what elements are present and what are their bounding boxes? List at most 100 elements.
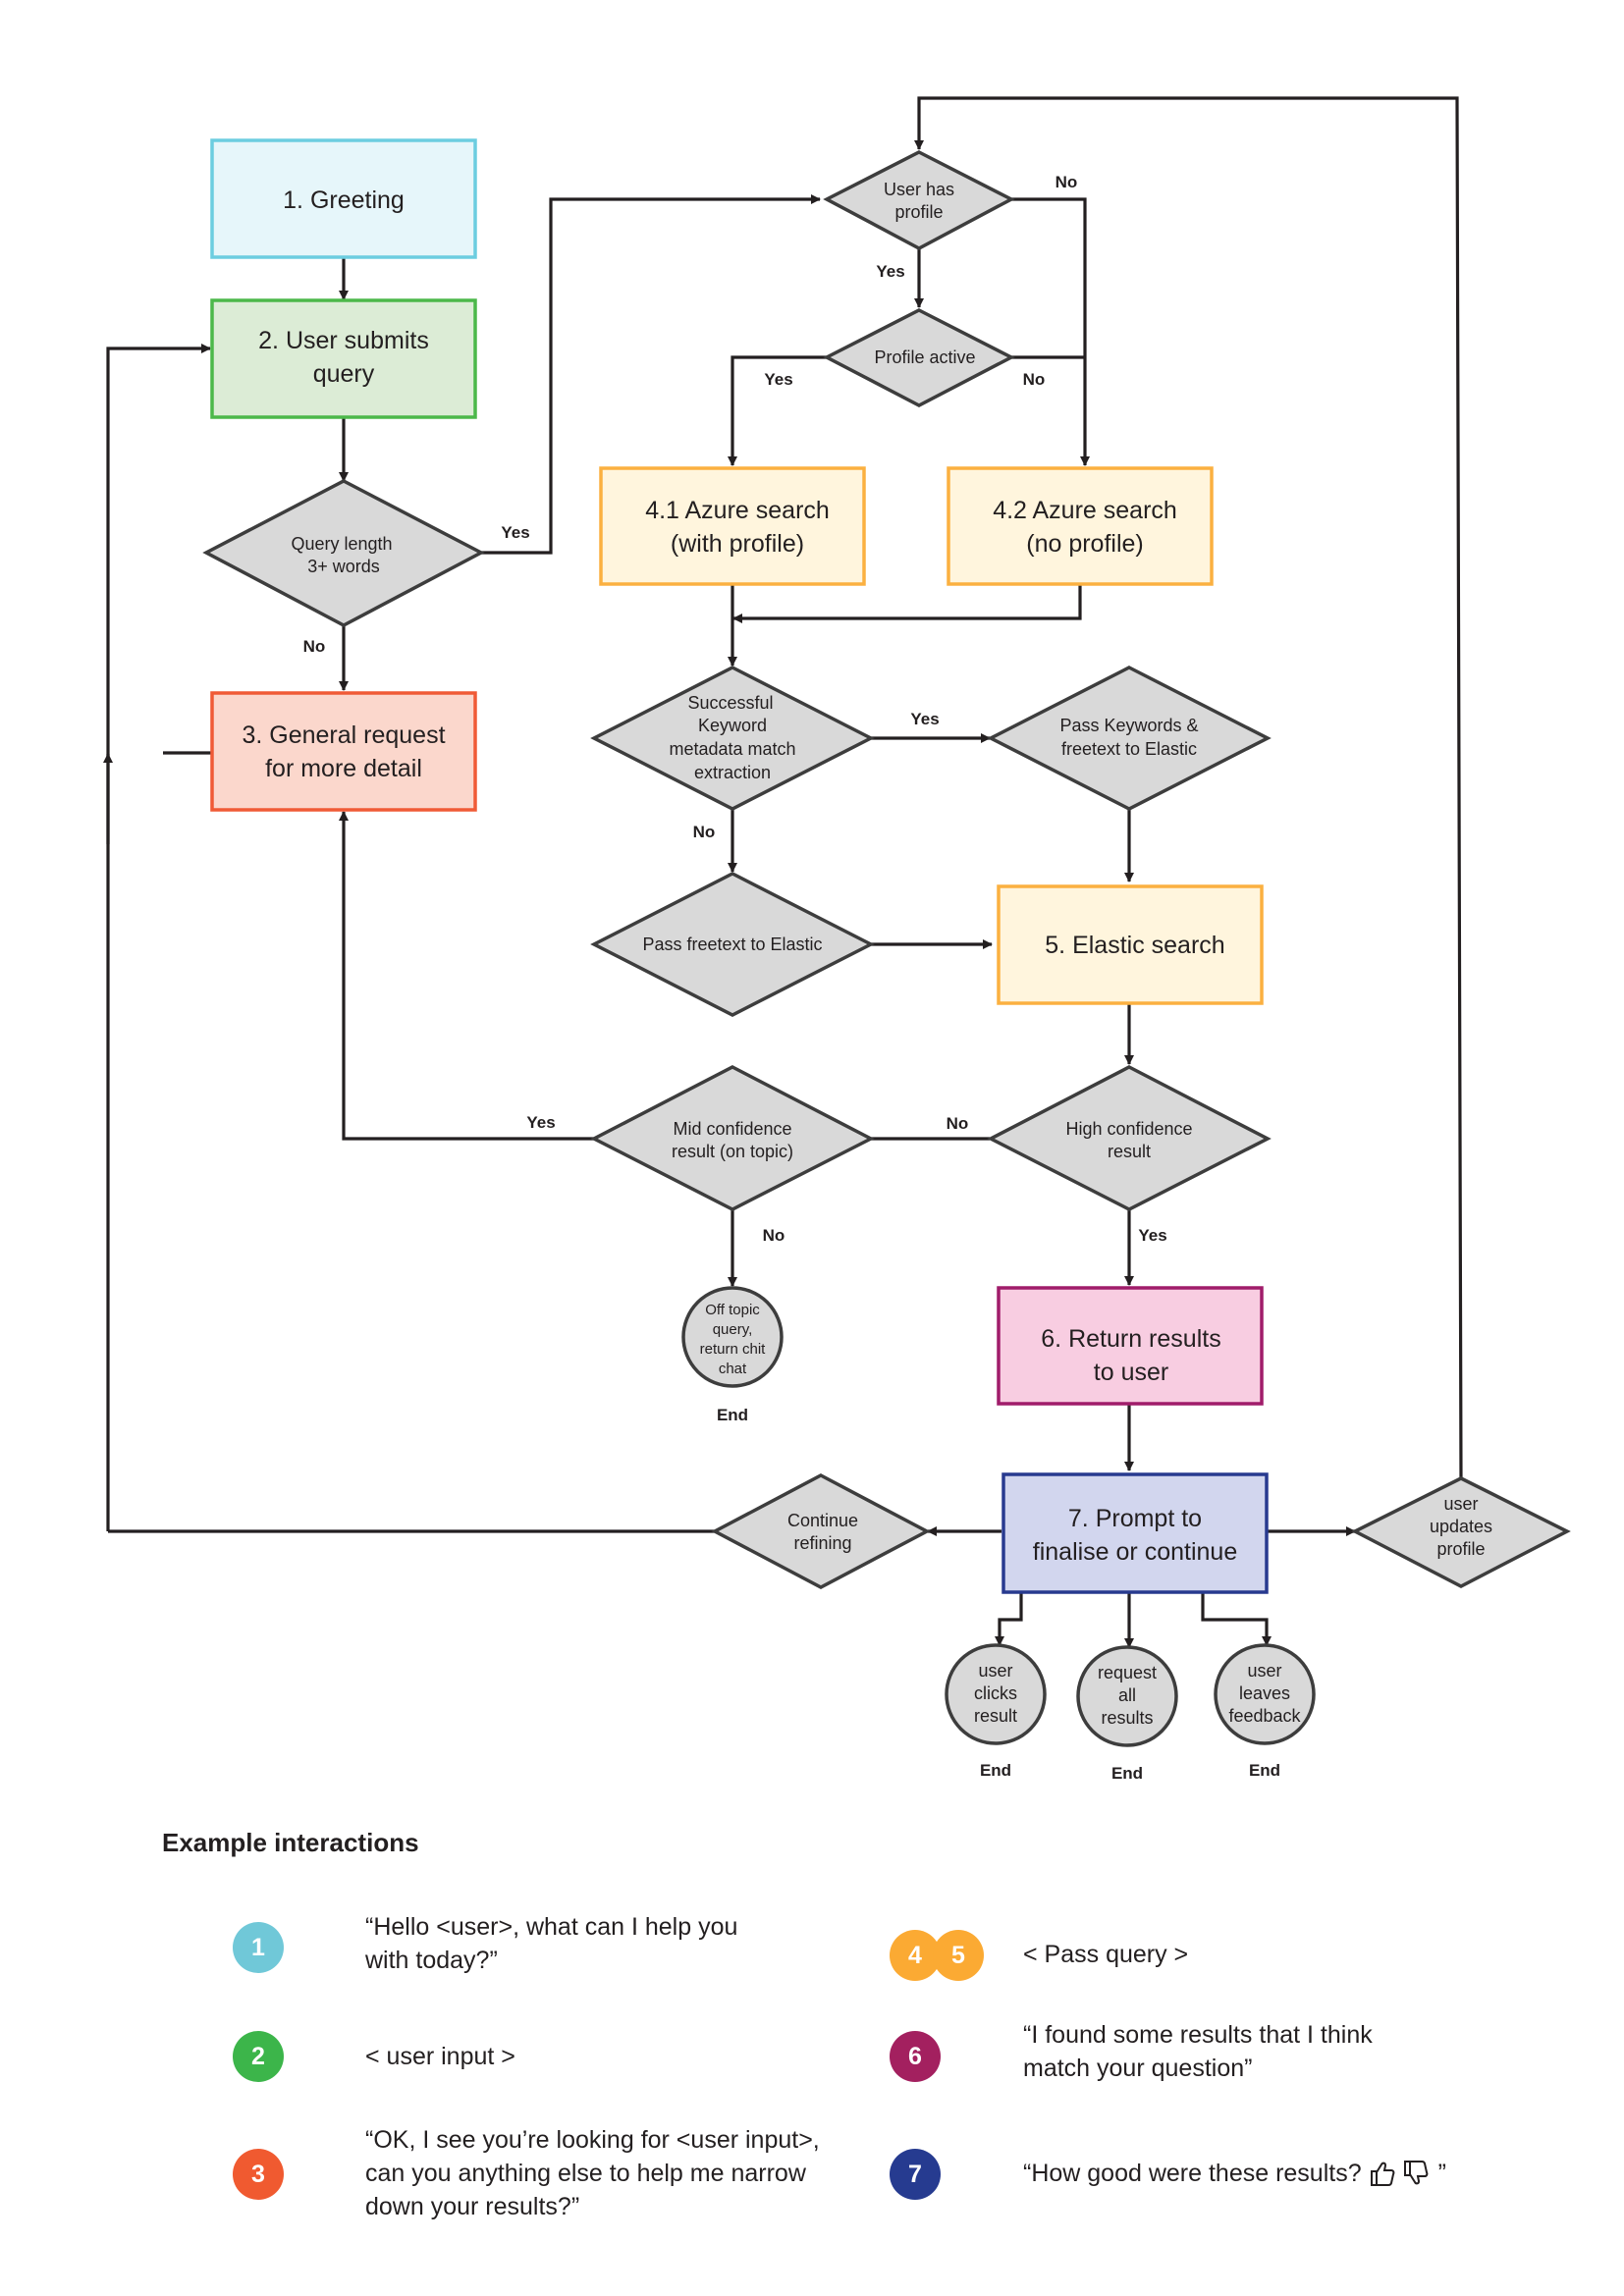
terminal-request-all-results: request all results End — [1076, 1645, 1178, 1783]
edge-left-rail-to-submit — [106, 344, 211, 1531]
edge-querylength-yes-to-profile — [481, 194, 821, 555]
edge-azure-noprofile-merge — [732, 584, 1082, 623]
svg-text:4.1 Azure search: 4.1 Azure search — [645, 497, 830, 524]
step-badge-4: 4 — [890, 1930, 941, 1981]
examples-heading: Example interactions — [162, 1828, 419, 1857]
svg-text:4.2 Azure search: 4.2 Azure search — [993, 497, 1177, 524]
edges — [103, 96, 1463, 1648]
label-midconf-no: No — [763, 1226, 785, 1245]
example-interactions: Example interactions 1 “Hello <user>, wh… — [0, 1806, 1624, 2238]
svg-text:3+ words: 3+ words — [307, 557, 380, 576]
decision-user-has-profile: User has profile — [823, 150, 1015, 250]
svg-text:profile: profile — [1436, 1539, 1485, 1559]
node-greeting: 1. Greeting — [210, 138, 477, 259]
svg-text:user: user — [1247, 1661, 1281, 1681]
edge-prompt-to-feedback — [1201, 1592, 1272, 1646]
svg-text:user: user — [978, 1661, 1012, 1681]
decision-query-length: Query length 3+ words — [202, 479, 485, 627]
label-hasprofile-yes: Yes — [876, 262, 904, 281]
svg-text:2. User submits: 2. User submits — [258, 327, 429, 354]
label-profileactive-no: No — [1023, 370, 1046, 389]
svg-text:chat: chat — [719, 1361, 747, 1377]
node-elastic-search: 5. Elastic search — [997, 884, 1264, 1005]
svg-text:result: result — [1108, 1142, 1151, 1161]
label-highconf-no: No — [947, 1114, 969, 1133]
decision-profile-active: Profile active — [823, 308, 1015, 407]
terminal-user-clicks-result: user clicks result End — [945, 1643, 1047, 1780]
end-label: End — [1249, 1761, 1280, 1780]
decision-mid-confidence: Mid confidence result (on topic) — [590, 1065, 875, 1211]
label-querylength-yes: Yes — [501, 523, 529, 542]
example-text-4-5: < Pass query > — [1023, 1941, 1189, 1968]
decision-user-updates-profile: user updates profile — [1351, 1476, 1571, 1588]
example-text-3: “OK, I see you’re looking for <user inpu… — [365, 2126, 820, 2220]
label-keyword-yes: Yes — [910, 710, 939, 728]
svg-text:5. Elastic search: 5. Elastic search — [1045, 932, 1224, 959]
terminal-off-topic: Off topic query, return chit chat End — [681, 1286, 784, 1424]
svg-text:Pass freetext to Elastic: Pass freetext to Elastic — [642, 934, 822, 954]
svg-text:leaves: leaves — [1239, 1683, 1290, 1703]
svg-text:(no profile): (no profile) — [1026, 530, 1144, 558]
step-badge-3: 3 — [233, 2149, 284, 2200]
thumbs-up-icon — [1370, 2162, 1395, 2186]
svg-text:query: query — [313, 360, 375, 388]
edge-profileactive-yes — [728, 355, 827, 466]
svg-text:feedback: feedback — [1228, 1706, 1301, 1726]
svg-text:updates: updates — [1430, 1517, 1492, 1536]
svg-text:refining: refining — [793, 1533, 851, 1553]
svg-text:return chit: return chit — [700, 1341, 767, 1358]
step-badges-4-5: 4 5 — [890, 1930, 984, 1981]
svg-text:Profile active: Profile active — [874, 347, 975, 367]
svg-text:Continue: Continue — [787, 1511, 858, 1530]
flowchart: Yes No Yes No Yes No Yes No Yes No No Ye… — [103, 96, 1571, 1783]
end-label: End — [717, 1406, 748, 1424]
node-prompt-finalise: 7. Prompt to finalise or continue — [1001, 1472, 1269, 1594]
svg-text:all: all — [1118, 1685, 1136, 1705]
step-badge-5: 5 — [933, 1930, 984, 1981]
svg-text:Mid confidence: Mid confidence — [673, 1119, 791, 1139]
svg-text:freetext to Elastic: freetext to Elastic — [1061, 739, 1197, 759]
svg-text:Keyword: Keyword — [698, 716, 767, 735]
step-badge-1: 1 — [233, 1922, 284, 1973]
node-azure-no-profile: 4.2 Azure search (no profile) — [947, 466, 1214, 586]
end-label: End — [1111, 1764, 1143, 1783]
edge-hasprofile-no — [1011, 197, 1090, 466]
edge-midconf-yes — [339, 811, 595, 1141]
svg-text:to user: to user — [1094, 1359, 1168, 1386]
label-midconf-yes: Yes — [526, 1113, 555, 1132]
svg-text:6. Return results: 6. Return results — [1041, 1325, 1220, 1353]
node-return-results: 6. Return results to user — [997, 1286, 1264, 1406]
decision-pass-freetext: Pass freetext to Elastic — [590, 872, 875, 1017]
svg-text:profile: profile — [894, 202, 943, 222]
edge-prompt-to-clicks — [995, 1592, 1023, 1646]
label-keyword-no: No — [693, 823, 716, 841]
svg-text:Pass Keywords &: Pass Keywords & — [1059, 716, 1198, 735]
svg-text:for more detail: for more detail — [265, 755, 422, 782]
label-hasprofile-no: No — [1056, 173, 1078, 191]
svg-text:results: results — [1101, 1708, 1153, 1728]
edge-updates-to-profile-loop — [914, 96, 1463, 1481]
svg-text:Query length: Query length — [291, 534, 392, 554]
example-text-2: < user input > — [365, 2043, 515, 2070]
example-text-6: “I found some results that I think match… — [1023, 2021, 1373, 2082]
svg-text:7. Prompt to: 7. Prompt to — [1068, 1505, 1202, 1532]
svg-text:request: request — [1098, 1663, 1157, 1682]
svg-text:query,: query, — [713, 1321, 753, 1338]
label-highconf-yes: Yes — [1138, 1226, 1166, 1245]
step-badge-6: 6 — [890, 2031, 941, 2082]
edge-labels: Yes No Yes No Yes No Yes No Yes No No Ye… — [303, 173, 1167, 1245]
svg-text:User has: User has — [884, 180, 954, 199]
label-profileactive-yes: Yes — [764, 370, 792, 389]
svg-text:1. Greeting: 1. Greeting — [283, 187, 405, 214]
svg-text:finalise or continue: finalise or continue — [1033, 1538, 1237, 1566]
example-text-7: “How good were these results? ” — [1023, 2160, 1446, 2187]
end-label: End — [980, 1761, 1011, 1780]
svg-text:result: result — [974, 1706, 1017, 1726]
decision-continue-refining: Continue refining — [711, 1473, 931, 1589]
thumbs-down-icon — [1403, 2161, 1429, 2185]
svg-text:3. General request: 3. General request — [242, 721, 445, 749]
decision-high-confidence: High confidence result — [987, 1065, 1272, 1211]
label-querylength-no: No — [303, 637, 326, 656]
svg-text:Off topic: Off topic — [705, 1302, 760, 1318]
node-general-request: 3. General request for more detail — [210, 691, 477, 812]
